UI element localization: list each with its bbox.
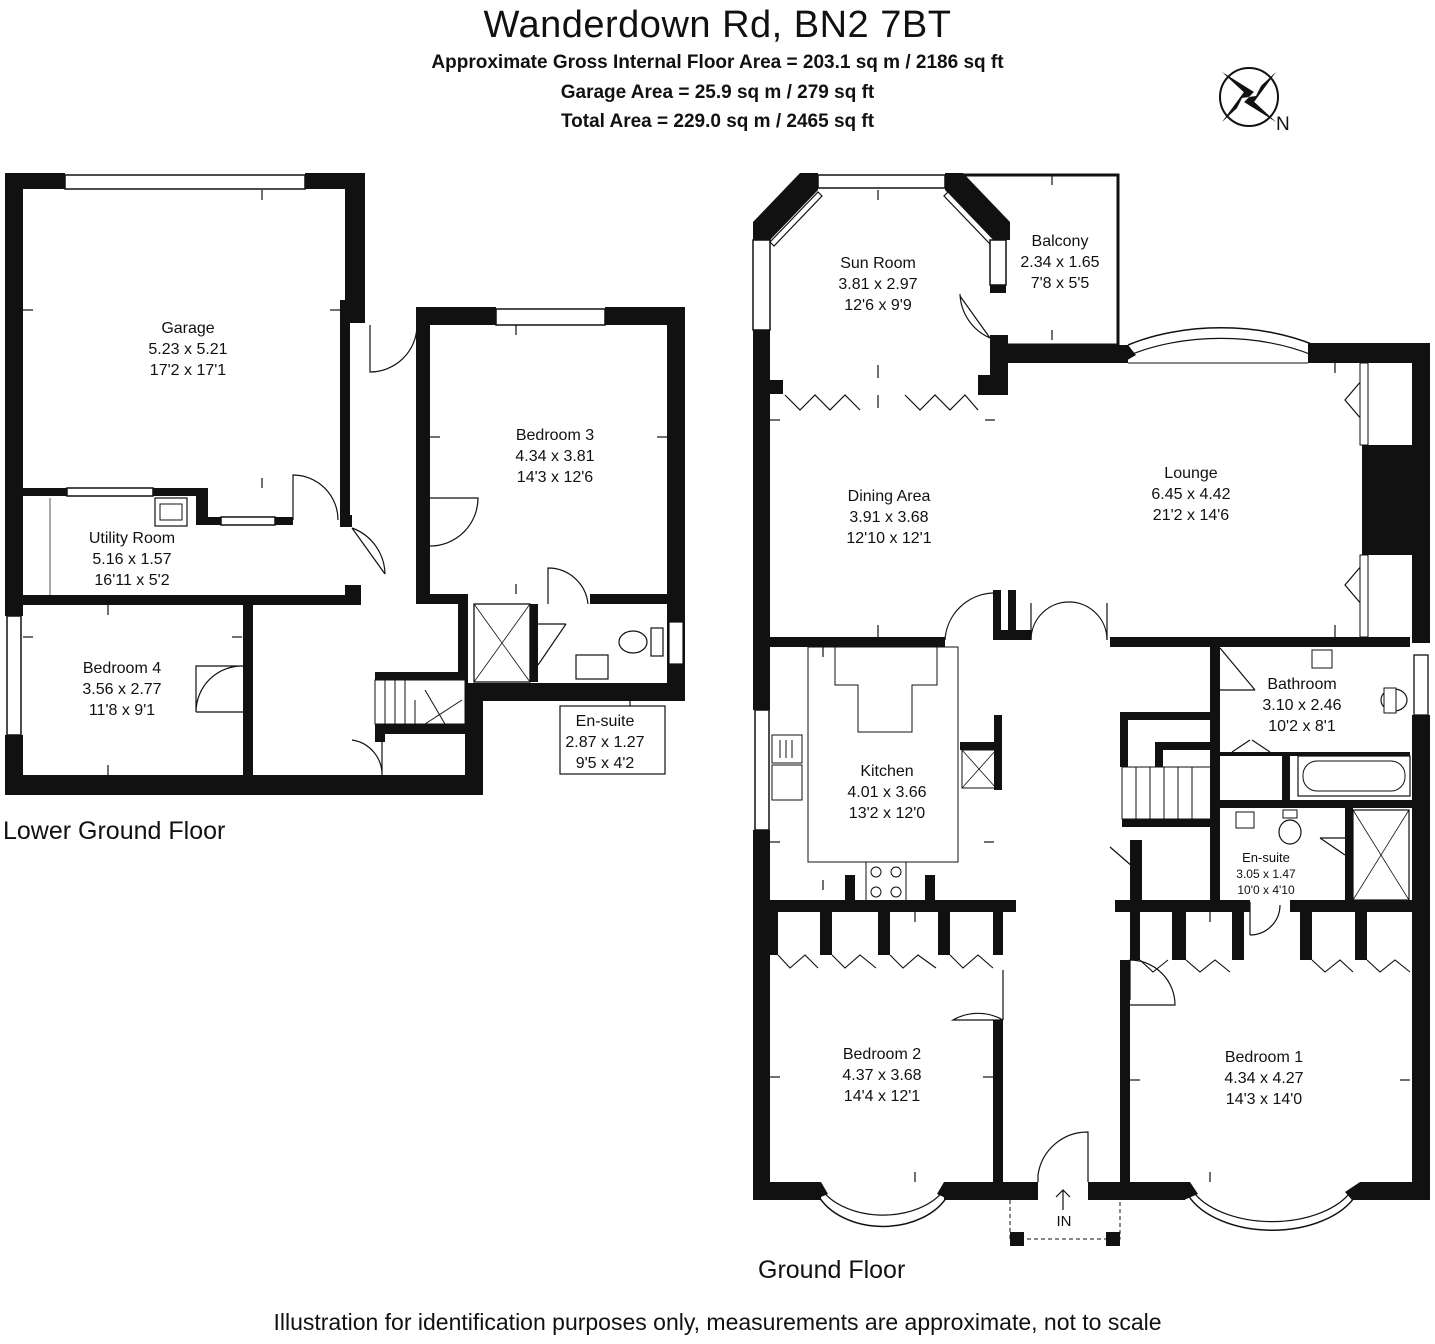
garage-area-text: Garage Area = 25.9 sq m / 279 sq ft	[560, 82, 875, 103]
room-bedroom1-imperial: 14'3 x 14'0	[1226, 1091, 1302, 1108]
room-garage-name: Garage	[161, 320, 214, 337]
lower-ground-floor-plan	[5, 173, 685, 795]
lower-ground-floor-label: Lower Ground Floor	[3, 817, 226, 845]
room-ensuite-lower-imperial: 9'5 x 4'2	[576, 755, 635, 772]
compass-icon	[1219, 67, 1279, 127]
room-bedroom1-name: Bedroom 1	[1225, 1049, 1303, 1066]
ground-floor-label: Ground Floor	[758, 1256, 906, 1284]
room-bedroom1-metric: 4.34 x 4.27	[1224, 1070, 1303, 1087]
room-lounge-imperial: 21'2 x 14'6	[1153, 507, 1229, 524]
room-bedroom2-imperial: 14'4 x 12'1	[844, 1088, 920, 1105]
room-bathroom-name: Bathroom	[1267, 676, 1336, 693]
total-area-text: Total Area = 229.0 sq m / 2465 sq ft	[560, 111, 875, 132]
room-bathroom-imperial: 10'2 x 8'1	[1268, 718, 1336, 735]
room-bedroom4-imperial: 11'8 x 9'1	[89, 702, 155, 719]
disclaimer-text: Illustration for identification purposes…	[273, 1309, 1162, 1335]
room-garage-metric: 5.23 x 5.21	[148, 341, 227, 358]
room-utility-name: Utility Room	[89, 530, 175, 547]
room-ensuite-lower-metric: 2.87 x 1.27	[565, 734, 644, 751]
room-bedroom3-imperial: 14'3 x 12'6	[517, 469, 593, 486]
room-utility-metric: 5.16 x 1.57	[92, 551, 171, 568]
room-bedroom3-metric: 4.34 x 3.81	[515, 448, 594, 465]
plan-title: Wanderdown Rd, BN2 7BT	[483, 4, 952, 46]
room-kitchen-metric: 4.01 x 3.66	[847, 784, 926, 801]
room-kitchen-name: Kitchen	[860, 763, 913, 780]
room-lounge-metric: 6.45 x 4.42	[1151, 486, 1230, 503]
room-bedroom2-name: Bedroom 2	[843, 1046, 921, 1063]
room-sunroom-name: Sun Room	[840, 255, 916, 272]
room-bathroom-metric: 3.10 x 2.46	[1262, 697, 1341, 714]
room-ensuite-ground-metric: 3.05 x 1.47	[1236, 867, 1296, 881]
room-ensuite-ground-name: En-suite	[1242, 850, 1290, 865]
room-balcony-name: Balcony	[1032, 233, 1089, 250]
room-sunroom-imperial: 12'6 x 9'9	[844, 297, 912, 314]
room-dining-name: Dining Area	[848, 488, 931, 505]
compass-north-label: N	[1276, 114, 1290, 135]
room-bedroom4-name: Bedroom 4	[83, 660, 161, 677]
room-sunroom-metric: 3.81 x 2.97	[838, 276, 917, 293]
room-bedroom3-name: Bedroom 3	[516, 427, 594, 444]
room-dining-metric: 3.91 x 3.68	[849, 509, 928, 526]
room-ensuite-lower-name: En-suite	[576, 713, 635, 730]
gross-area-text: Approximate Gross Internal Floor Area = …	[431, 52, 1004, 73]
room-utility-imperial: 16'11 x 5'2	[94, 572, 169, 589]
room-bedroom4-metric: 3.56 x 2.77	[82, 681, 161, 698]
room-balcony-metric: 2.34 x 1.65	[1020, 254, 1099, 271]
room-ensuite-ground-imperial: 10'0 x 4'10	[1237, 883, 1295, 897]
room-dining-imperial: 12'10 x 12'1	[846, 530, 931, 547]
ground-floor-plan	[23, 173, 1430, 1246]
room-balcony-imperial: 7'8 x 5'5	[1031, 275, 1090, 292]
room-kitchen-imperial: 13'2 x 12'0	[849, 805, 925, 822]
room-bedroom2-metric: 4.37 x 3.68	[842, 1067, 921, 1084]
room-lounge-name: Lounge	[1164, 465, 1217, 482]
entrance-label: IN	[1057, 1213, 1072, 1230]
room-garage-imperial: 17'2 x 17'1	[150, 362, 226, 379]
